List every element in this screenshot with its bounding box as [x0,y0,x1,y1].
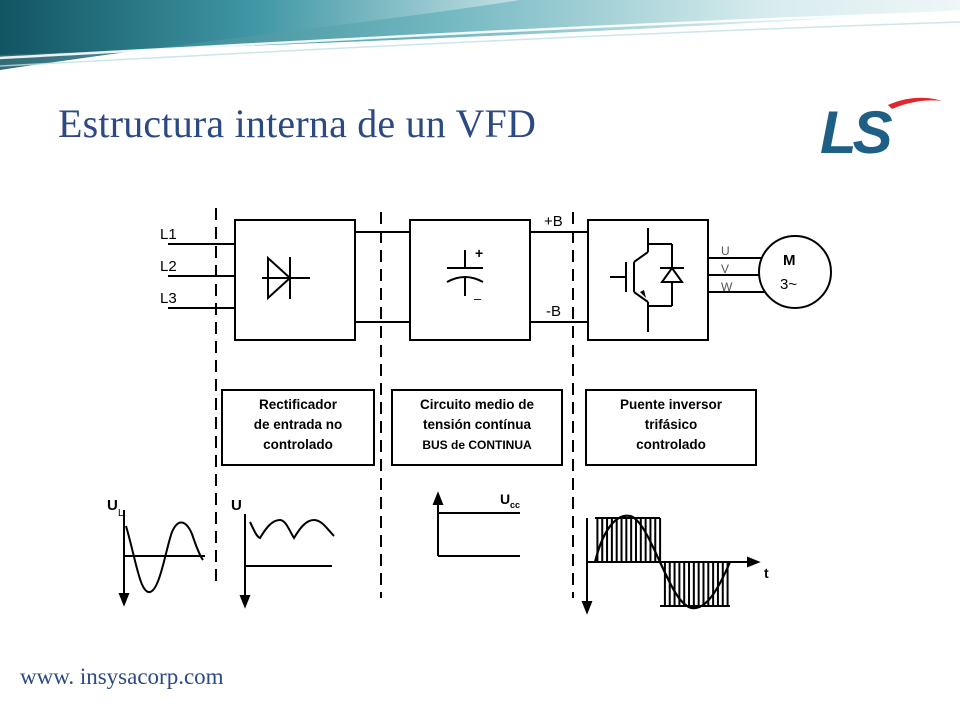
dc-label-box [391,389,563,466]
rectifier-label-box [221,389,375,466]
rectified-waveform [239,514,335,609]
output-label-v: V [721,262,729,276]
inverter-desc-line3: controlado [636,437,706,452]
dc-wave-label-sub: cc [510,500,520,510]
inverter-desc-line2: trifásico [645,417,698,432]
header-swoosh-banner [0,0,960,75]
rectifier-desc-line3: controlado [263,437,333,452]
rectified-wave-label: U [231,497,242,514]
svg-text:LS: LS [820,99,893,157]
bus-negative-label: -B [546,303,561,320]
motor-label-m: M [783,252,796,269]
footer-url: www. insysacorp.com [20,664,224,689]
input-label-l1: L1 [160,226,177,243]
inverter-label-box [585,389,757,466]
inverter-box [587,219,709,341]
dc-waveform [432,491,520,557]
motor-label-phase: 3~ [780,276,797,293]
rectifier-desc-line1: Rectificador [259,397,338,412]
input-wave-label-sub: L [118,508,124,519]
dc-link-box [409,219,531,341]
dc-wave-label: U [500,491,510,507]
bus-positive-label: +B [544,213,563,230]
input-wave-label: U [107,497,118,514]
dc-desc-line1: Circuito medio de [420,397,535,412]
capacitor-minus: – [474,291,482,306]
rectifier-desc-line2: de entrada no [254,417,343,432]
capacitor-plus: + [475,245,483,261]
rectifier-box [234,219,356,341]
input-label-l2: L2 [160,258,177,275]
inverter-desc-line1: Puente inversor [620,397,723,412]
dc-desc-line2: tensión contínua [423,417,531,432]
input-label-l3: L3 [160,290,177,307]
input-waveform [118,510,205,607]
output-label-w: W [721,280,733,294]
dc-desc-line3: BUS de CONTINUA [422,438,532,452]
output-label-u: U [721,244,730,258]
slide-title: Estructura interna de un VFD [58,101,537,146]
ls-logo: LS [820,97,942,157]
motor-circle [758,235,832,309]
time-axis-label: t [764,565,769,581]
